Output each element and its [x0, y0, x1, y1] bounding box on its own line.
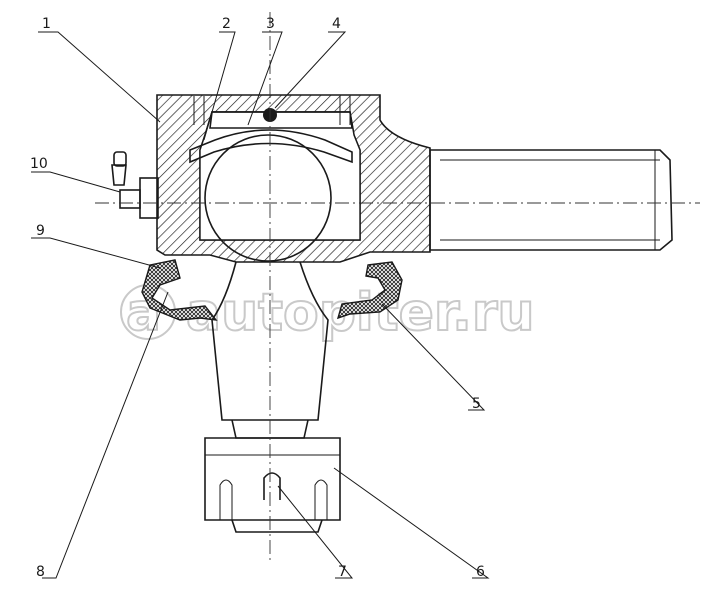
leader-lines	[31, 31, 490, 579]
cover-bolts	[193, 96, 351, 125]
callout-3: 3	[266, 16, 275, 32]
callout-labels: 1 2 3 4 5 6 7 8 9 10	[30, 16, 485, 580]
dust-boot-right	[336, 261, 403, 320]
callout-4: 4	[332, 16, 341, 32]
callout-5: 5	[472, 396, 481, 412]
callout-1: 1	[42, 16, 51, 32]
side-grease-nipple	[111, 151, 159, 219]
callout-7: 7	[338, 564, 347, 580]
callout-2: 2	[222, 16, 231, 32]
callout-10: 10	[30, 156, 48, 172]
dust-boot-left	[141, 259, 218, 321]
callout-9: 9	[36, 223, 45, 239]
threaded-shank	[429, 149, 673, 251]
centerlines	[95, 12, 700, 560]
callout-6: 6	[476, 564, 485, 580]
cotter-pin	[263, 472, 281, 500]
ball-pin-head	[204, 134, 332, 262]
cover-plate	[209, 111, 353, 129]
upper-liner	[189, 129, 353, 164]
callout-8: 8	[36, 564, 45, 580]
socket-cavity	[199, 111, 361, 241]
castle-nut	[204, 437, 341, 521]
